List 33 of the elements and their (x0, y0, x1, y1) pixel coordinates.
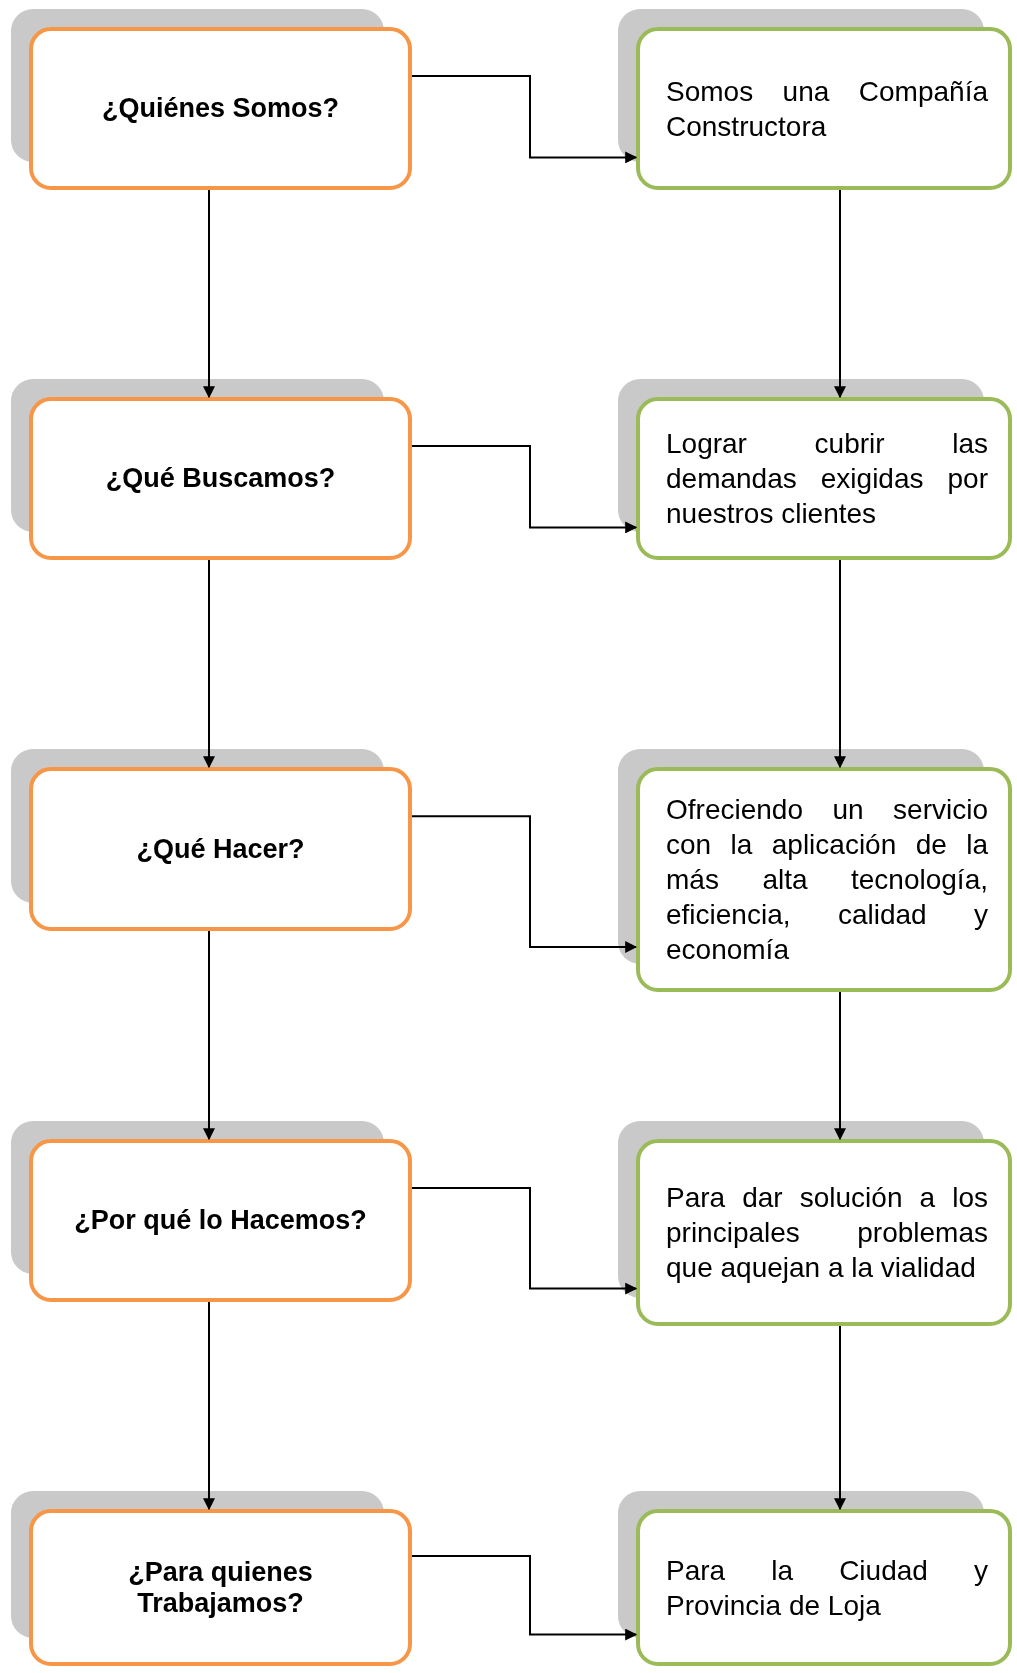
arrow (203, 559, 215, 769)
question-box (29, 767, 412, 931)
answer-text: Ofreciendo un servicio con la aplicación de la más alta tecnología, eficiencia, calidad y economía (666, 793, 988, 967)
answer-box (636, 767, 1012, 992)
question-text: ¿Qué Buscamos? (104, 463, 337, 494)
arrow (203, 189, 215, 399)
answer-box (636, 1509, 1012, 1666)
arrow (411, 444, 638, 534)
arrow (411, 815, 638, 953)
question-box (29, 1509, 412, 1666)
arrow (834, 559, 846, 769)
arrow (834, 1325, 846, 1511)
arrow (411, 74, 638, 164)
question-box (29, 397, 412, 560)
answer-text: Para dar solución a los principales problemas que aquejan a la vialidad (666, 1181, 988, 1285)
answer-text: Somos una Compañía Constructora (666, 74, 988, 144)
question-box (29, 27, 412, 190)
arrow (411, 1186, 638, 1295)
arrow (834, 991, 846, 1141)
question-text: ¿Qué Hacer? (135, 833, 306, 865)
arrow (203, 1301, 215, 1511)
question-text: ¿Para quienes Trabajamos? (127, 1556, 314, 1619)
arrow (411, 1555, 638, 1641)
arrow (834, 189, 846, 399)
arrow (203, 930, 215, 1141)
answer-text: Para la Ciudad y Provincia de Loja (666, 1553, 988, 1623)
question-text: ¿Quiénes Somos? (100, 93, 340, 124)
answer-box (636, 27, 1012, 190)
question-box (29, 1139, 412, 1302)
answer-box (636, 1139, 1012, 1326)
answer-box (636, 397, 1012, 560)
question-text: ¿Por qué lo Hacemos? (73, 1205, 368, 1236)
answer-text: Lograr cubrir las demandas exigidas por nuestros clientes (666, 427, 988, 531)
